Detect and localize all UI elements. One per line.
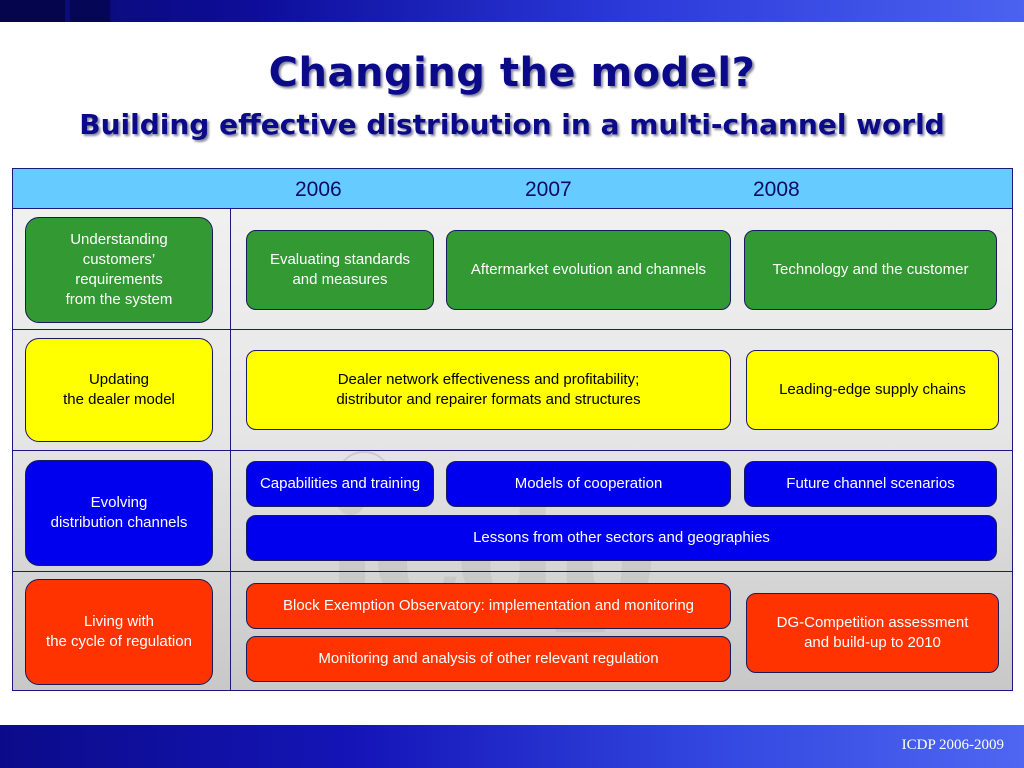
item-dealer-network: Dealer network effectiveness and profita…: [246, 350, 731, 430]
row-divider: [13, 450, 1012, 451]
top-banner-segment: [70, 0, 110, 22]
bottom-banner: [0, 725, 1024, 768]
top-banner-segment: [0, 0, 65, 22]
year-header: 2006 2007 2008: [13, 169, 1012, 209]
footer-label: ICDP 2006-2009: [901, 737, 1004, 753]
category-updating-dealer-model: Updating the dealer model: [25, 338, 213, 442]
item-supply-chains: Leading-edge supply chains: [746, 350, 999, 430]
item-block-exemption: Block Exemption Observatory: implementat…: [246, 583, 731, 629]
row-divider: [13, 329, 1012, 330]
year-2008: 2008: [753, 178, 800, 201]
item-dg-competition: DG-Competition assessment and build-up t…: [746, 593, 999, 673]
item-monitoring-regulation: Monitoring and analysis of other relevan…: [246, 636, 731, 682]
item-aftermarket-evolution: Aftermarket evolution and channels: [446, 230, 731, 310]
slide-subtitle: Building effective distribution in a mul…: [79, 108, 945, 141]
item-evaluating-standards: Evaluating standards and measures: [246, 230, 434, 310]
item-lessons-other-sectors: Lessons from other sectors and geographi…: [246, 515, 997, 561]
column-divider: [230, 209, 231, 690]
category-understanding-customers: Understanding customers’ requirements fr…: [25, 217, 213, 323]
item-capabilities-training: Capabilities and training: [246, 461, 434, 507]
item-models-cooperation: Models of cooperation: [446, 461, 731, 507]
row-divider: [13, 571, 1012, 572]
item-future-scenarios: Future channel scenarios: [744, 461, 997, 507]
category-cycle-of-regulation: Living with the cycle of regulation: [25, 579, 213, 685]
roadmap-table: 2006 2007 2008 icdp Understanding custom…: [12, 168, 1013, 691]
top-banner: [0, 0, 1024, 22]
item-technology-customer: Technology and the customer: [744, 230, 997, 310]
year-2007: 2007: [525, 178, 572, 201]
category-evolving-channels: Evolving distribution channels: [25, 460, 213, 566]
slide-title: Changing the model?: [268, 50, 756, 96]
year-2006: 2006: [295, 178, 342, 201]
